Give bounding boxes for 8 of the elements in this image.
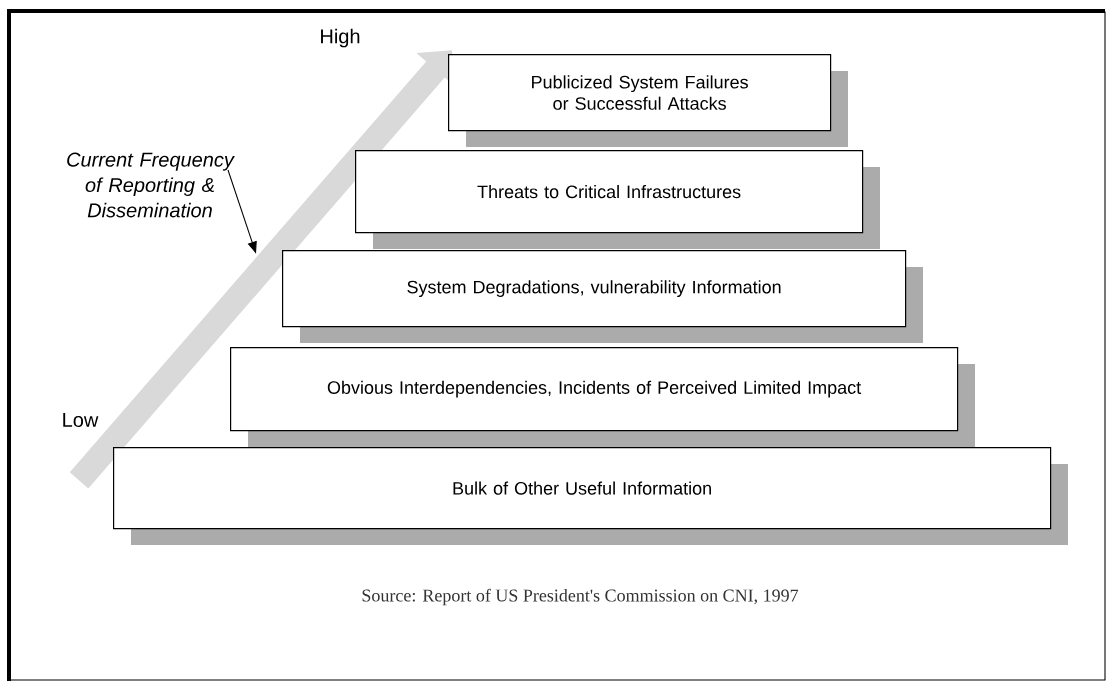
source-caption: Source: Report of US President's Commission on CNI, 1997 bbox=[362, 588, 799, 606]
level-box: Obvious Interdependencies, Incidents of Perceived Limited Impact bbox=[230, 347, 975, 447]
level-box: System Degradations, vulnerability Information bbox=[282, 250, 923, 343]
level-box: Publicized System Failures or Successful Attacks bbox=[448, 54, 848, 147]
level-box: Bulk of Other Useful Information bbox=[113, 447, 1068, 545]
level-box: Threats to Critical Infrastructures bbox=[355, 150, 880, 249]
annotation-text: Current Frequency of Reporting & Dissemination bbox=[67, 152, 235, 218]
scale-label: Low bbox=[63, 413, 99, 427]
